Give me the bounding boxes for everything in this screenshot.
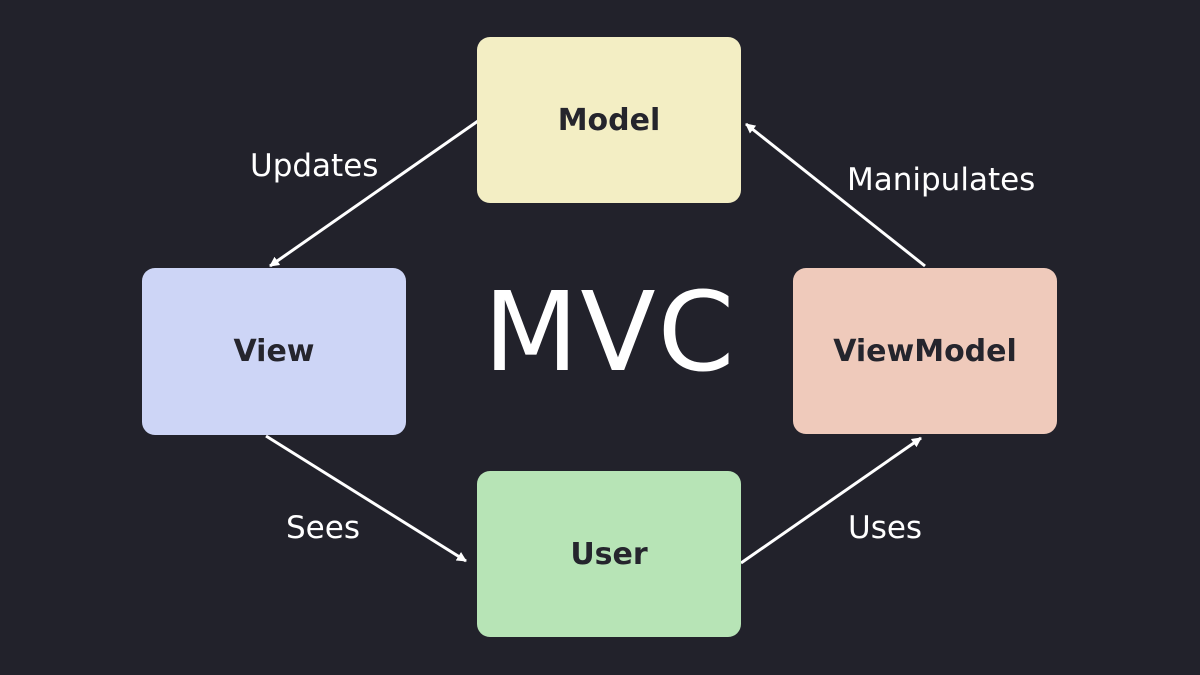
viewmodel-node: ViewModel	[793, 268, 1057, 434]
view-node: View	[142, 268, 406, 435]
edge-label-manipulates: Manipulates	[847, 162, 1036, 198]
model-label: Model	[557, 102, 661, 138]
arrow-model-to-view	[269, 119, 479, 268]
arrow-user-to-viewmodel	[740, 436, 922, 565]
view-label: View	[233, 334, 315, 369]
edge-label-uses: Uses	[848, 510, 923, 546]
viewmodel-label: ViewModel	[833, 333, 1017, 369]
user-node: User	[477, 471, 741, 637]
user-label: User	[570, 536, 648, 572]
model-node: Model	[477, 37, 741, 203]
arrow-viewmodel-to-model	[745, 122, 926, 268]
arrow-view-to-user	[265, 434, 467, 563]
edge-label-sees: Sees	[286, 510, 360, 546]
diagram-title: MVC	[483, 268, 737, 396]
edge-label-updates: Updates	[250, 148, 379, 184]
